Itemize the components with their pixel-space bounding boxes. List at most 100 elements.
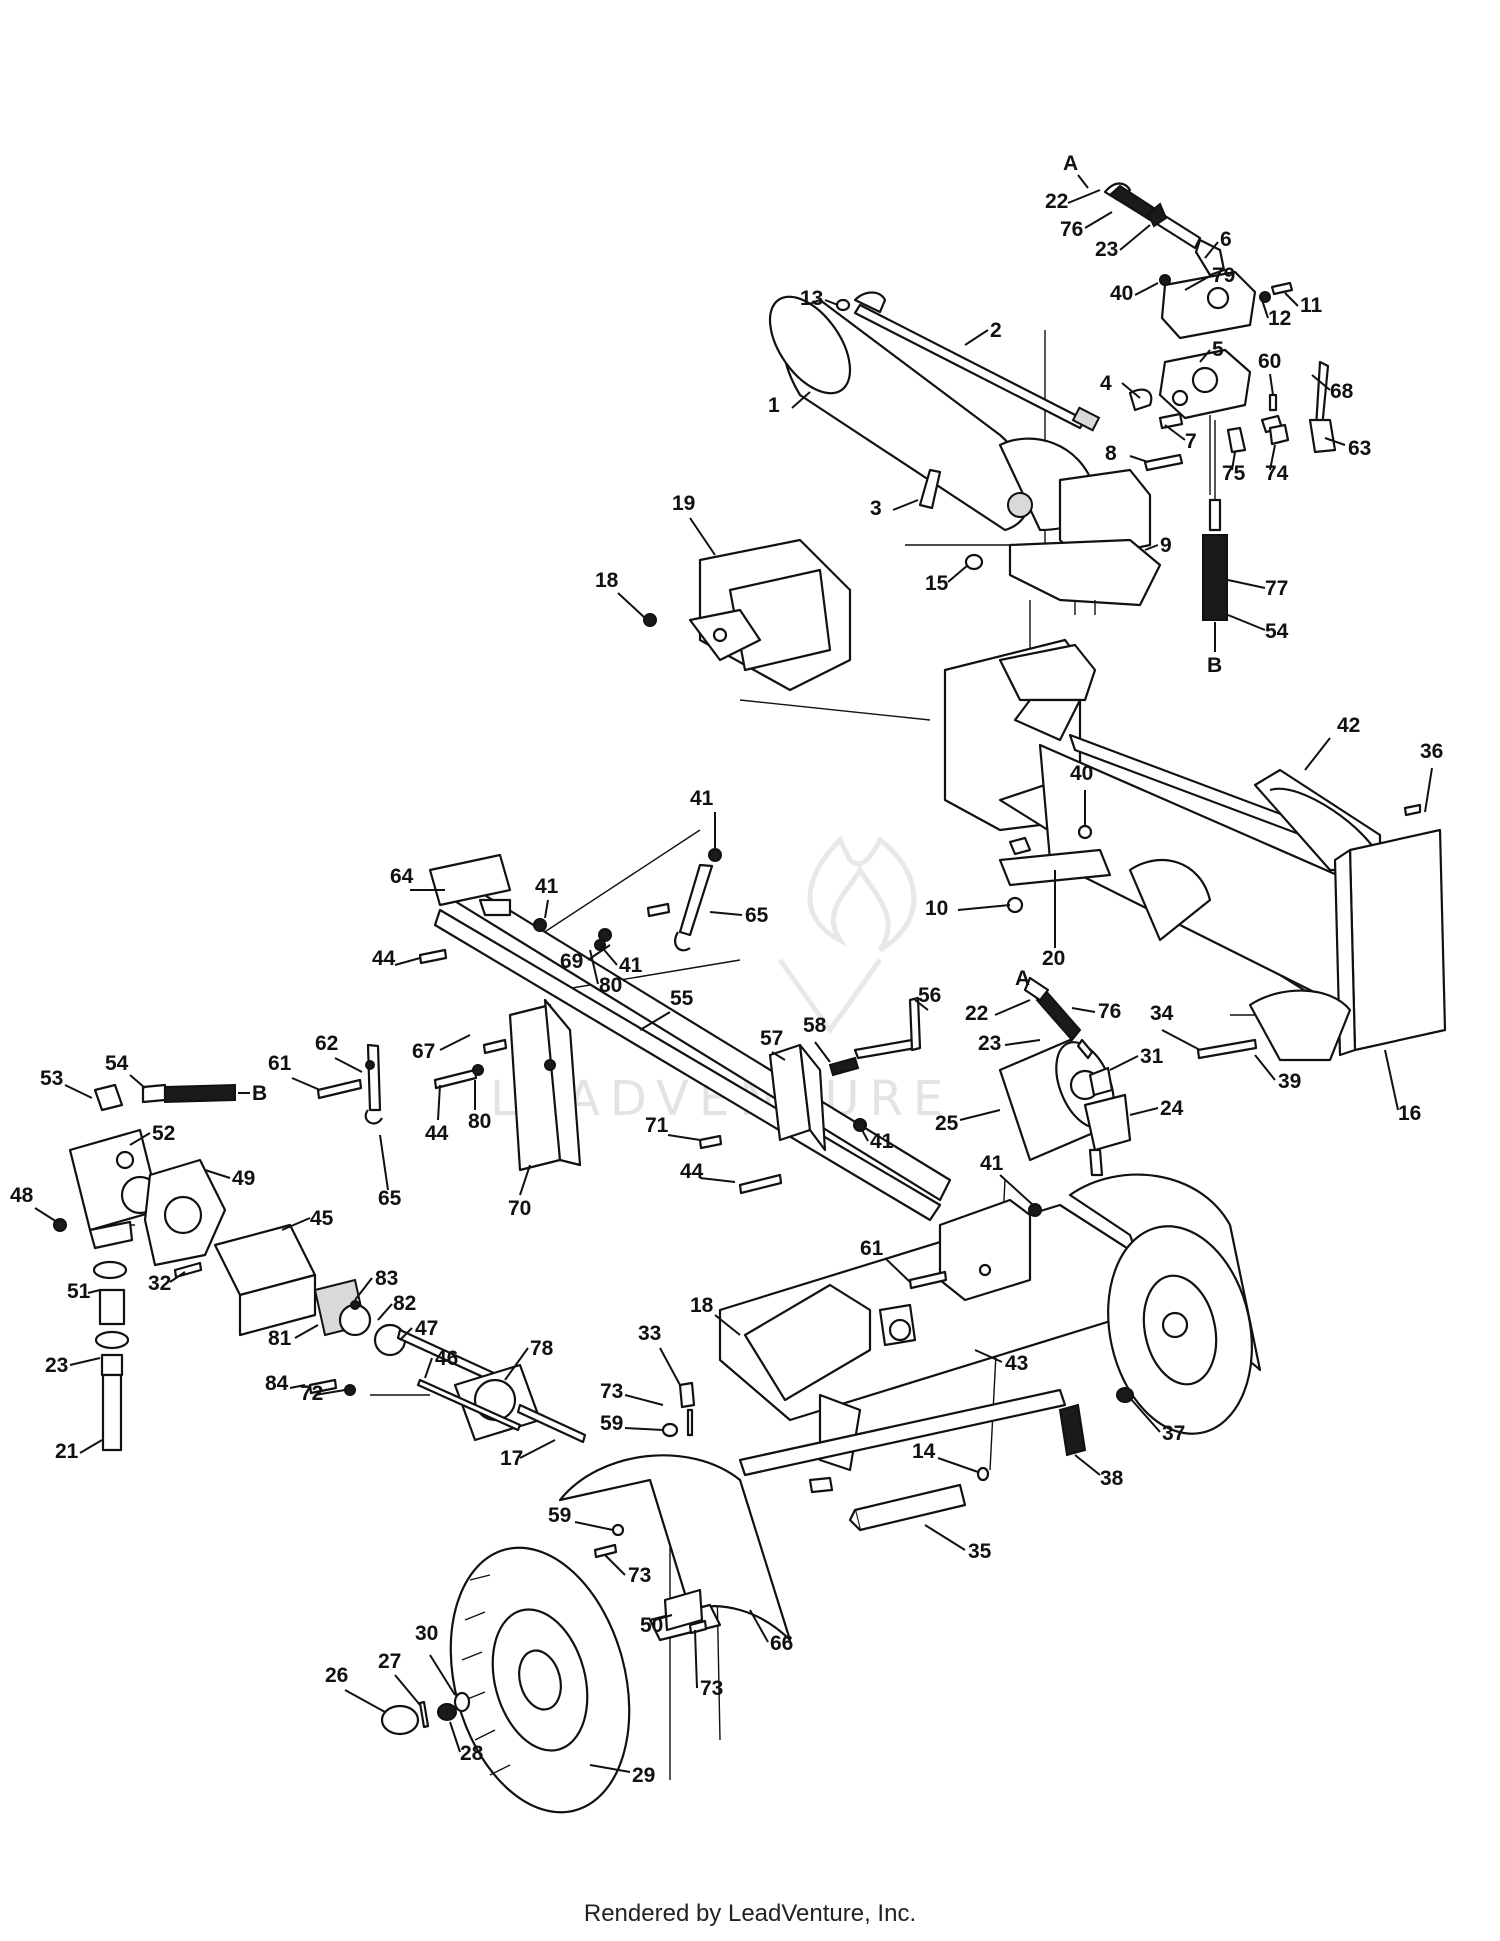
- leader-line: [604, 1554, 626, 1576]
- callout-75: 75: [1222, 462, 1246, 485]
- callout-41: 41: [690, 787, 714, 810]
- callout-38: 38: [1100, 1467, 1124, 1490]
- callout-28: 28: [460, 1742, 484, 1765]
- callout-63: 63: [1348, 437, 1371, 460]
- callout-11: 11: [1300, 294, 1323, 317]
- callout-3: 3: [870, 497, 882, 520]
- callout-12: 12: [1268, 307, 1291, 330]
- leader-line: [449, 1721, 461, 1753]
- callout-51: 51: [67, 1280, 91, 1303]
- leader-line: [204, 1169, 231, 1179]
- bolts-center: [316, 848, 1042, 1290]
- coupler-guard-45: [213, 1223, 317, 1337]
- leader-line: [749, 1609, 769, 1643]
- leader-line: [1067, 189, 1101, 204]
- leader-line: [424, 1357, 433, 1379]
- callout-41: 41: [619, 954, 643, 977]
- leader-line: [1304, 737, 1331, 771]
- leader-line: [519, 1439, 556, 1459]
- leader-line: [379, 1134, 389, 1191]
- callout-67: 67: [412, 1040, 435, 1063]
- callout-18: 18: [690, 1294, 714, 1317]
- leader-line: [291, 1077, 321, 1091]
- callout-45: 45: [310, 1207, 334, 1230]
- leader-line: [34, 1207, 58, 1223]
- wheel-right: [1107, 1225, 1253, 1435]
- callout-48: 48: [10, 1184, 34, 1207]
- callout-23: 23: [45, 1354, 68, 1377]
- leader-line: [1261, 299, 1269, 319]
- callout-69: 69: [560, 950, 583, 973]
- callout-44: 44: [680, 1160, 704, 1183]
- leader-line: [709, 911, 743, 916]
- leader-line: [1134, 282, 1159, 296]
- leader-line: [639, 1011, 671, 1031]
- leader-line: [334, 1057, 363, 1073]
- leader-line: [659, 1347, 681, 1386]
- callout-49: 49: [232, 1167, 255, 1190]
- leader-line: [1324, 437, 1346, 446]
- pump-inlet-21-23-51: [92, 1260, 130, 1452]
- filter-head-24: [1083, 1093, 1132, 1177]
- callout-71: 71: [645, 1114, 669, 1137]
- callout-6: 6: [1220, 228, 1232, 251]
- leader-line: [689, 517, 716, 556]
- leader-line: [1129, 1107, 1159, 1116]
- leader-line: [1119, 224, 1151, 251]
- leader-line: [694, 1629, 698, 1689]
- callout-55: 55: [670, 987, 694, 1010]
- leader-line: [294, 1324, 319, 1339]
- callout-47: 47: [415, 1317, 438, 1340]
- leader-line: [1084, 211, 1113, 229]
- leader-line: [504, 1347, 529, 1381]
- leader-line: [924, 1524, 966, 1551]
- leader-line: [289, 1384, 306, 1389]
- leader-line: [959, 1109, 1001, 1121]
- leader-line: [714, 1314, 741, 1336]
- pin-56: [853, 996, 922, 1060]
- pressure-hose-2: [853, 291, 1101, 432]
- leader-line: [1254, 1054, 1276, 1081]
- callout-73: 73: [700, 1677, 723, 1700]
- callout-37: 37: [1162, 1422, 1185, 1445]
- leader-line: [1199, 349, 1211, 363]
- callout-13: 13: [800, 287, 823, 310]
- leader-line: [437, 1084, 441, 1121]
- hub-hardware-26-30: [380, 1691, 471, 1736]
- callout-80: 80: [468, 1110, 491, 1133]
- callout-80: 80: [599, 974, 622, 997]
- callout-40: 40: [1110, 282, 1133, 305]
- leader-line: [1077, 174, 1089, 189]
- leader-line: [771, 1051, 786, 1061]
- callout-68: 68: [1330, 380, 1354, 403]
- callout-57: 57: [760, 1027, 783, 1050]
- callout-41: 41: [980, 1152, 1004, 1175]
- leader-line: [394, 1674, 421, 1706]
- leader-line: [1204, 241, 1219, 259]
- wedge-guide-39: [1128, 858, 1352, 1062]
- pressure-hose-22-76-6: [1103, 182, 1226, 277]
- leader-line: [589, 949, 599, 985]
- leader-line: [1161, 1029, 1201, 1051]
- leader-line: [1227, 614, 1266, 631]
- callout-77: 77: [1265, 577, 1288, 600]
- spring-58: [828, 1056, 860, 1077]
- callout-79: 79: [1212, 264, 1235, 287]
- callout-41: 41: [535, 875, 559, 898]
- leader-line: [1129, 455, 1149, 463]
- leader-line: [1231, 451, 1236, 471]
- callout-53: 53: [40, 1067, 63, 1090]
- leader-line: [87, 1289, 101, 1294]
- leader-line: [999, 1174, 1034, 1206]
- leader-line: [1269, 373, 1274, 396]
- leader-line: [974, 1349, 1003, 1363]
- leader-line: [599, 944, 618, 966]
- callout-a: A: [1015, 967, 1030, 990]
- callout-22: 22: [965, 1002, 988, 1025]
- leader-line: [1074, 1454, 1101, 1476]
- leader-line: [861, 1129, 869, 1142]
- leader-line: [1227, 579, 1266, 589]
- callout-76: 76: [1098, 1000, 1121, 1023]
- callout-31: 31: [1140, 1045, 1164, 1068]
